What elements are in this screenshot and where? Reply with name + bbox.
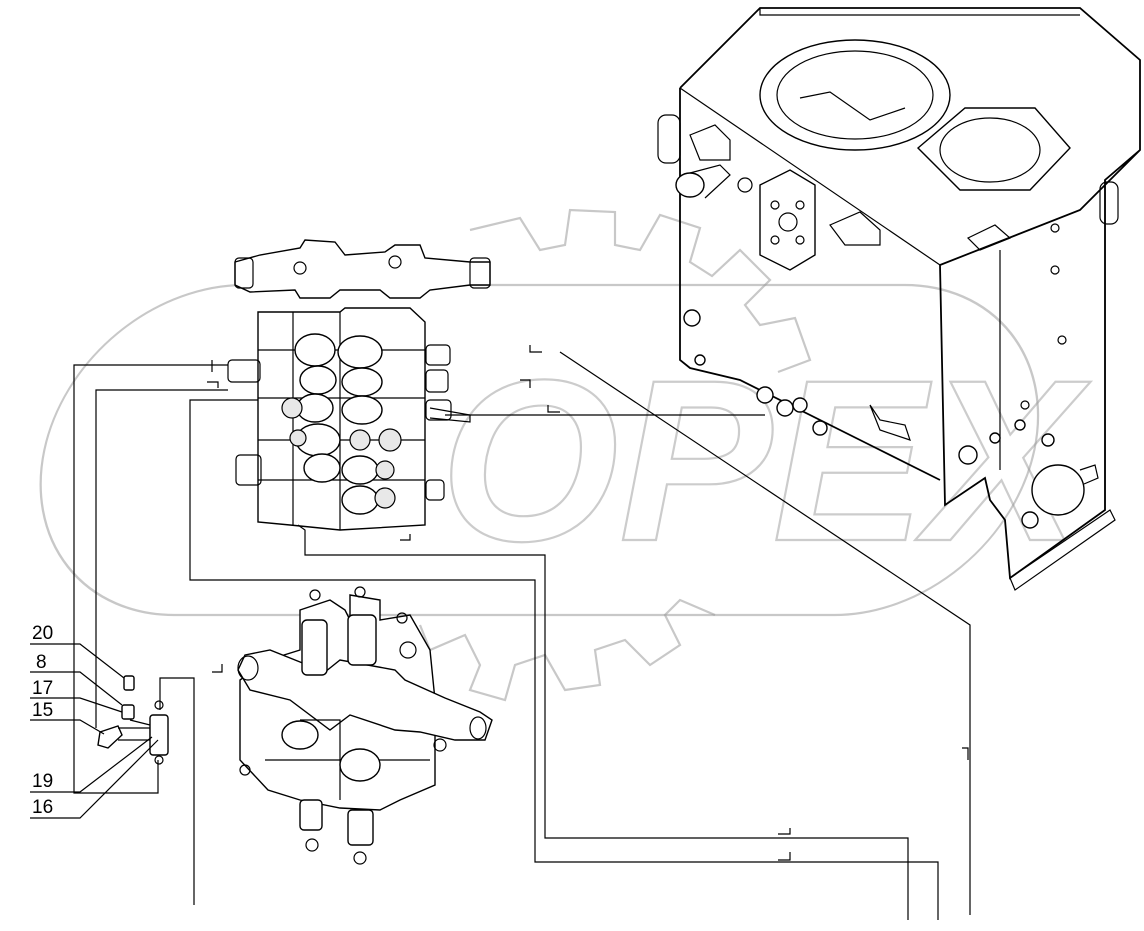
pipe-routes xyxy=(73,345,971,920)
callout-leaders xyxy=(30,643,159,819)
watermark-text: OPEX xyxy=(440,332,1091,589)
secondary-valve-assembly xyxy=(237,586,493,865)
callout-15: 15 xyxy=(32,700,53,721)
bearing-bore-large xyxy=(759,39,951,151)
gearbox-housing xyxy=(657,7,1141,591)
watermark-ring-outer xyxy=(39,283,1040,617)
watermark: OPEX xyxy=(39,208,1092,702)
callout-19: 19 xyxy=(32,771,53,792)
bearing-bore-flange xyxy=(916,107,1071,191)
callout-20: 20 xyxy=(32,623,53,644)
cover-plate xyxy=(759,169,816,271)
sight-glass xyxy=(1031,464,1085,516)
callout-labels: 20 8 17 15 19 16 xyxy=(32,623,53,818)
callout-17: 17 xyxy=(32,678,53,699)
callout-16: 16 xyxy=(32,797,53,818)
fitting-group xyxy=(97,675,169,765)
callout-8: 8 xyxy=(36,652,47,673)
watermark-gear xyxy=(418,208,812,702)
main-control-valve xyxy=(227,239,491,531)
